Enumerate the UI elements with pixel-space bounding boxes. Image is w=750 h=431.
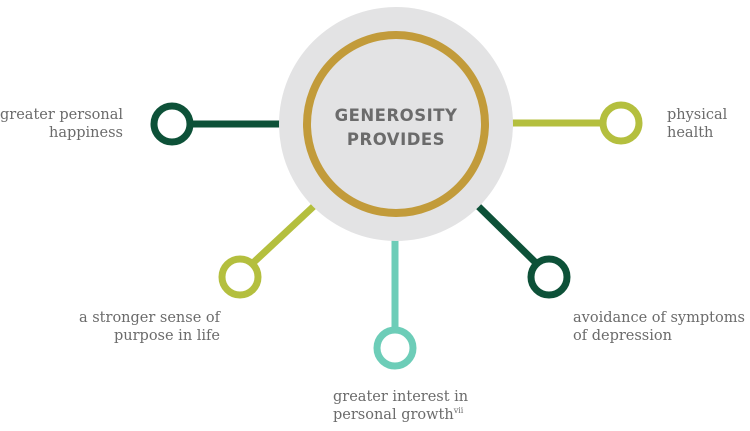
label-purpose-line2: purpose in life bbox=[113, 328, 220, 344]
connector-depression bbox=[475, 203, 538, 265]
center-title-line2: PROVIDES bbox=[346, 130, 446, 149]
label-happiness-line1: greater personal bbox=[0, 107, 123, 123]
hub-ring bbox=[303, 31, 489, 217]
node-growth bbox=[373, 326, 417, 370]
label-happiness: greater personal happiness bbox=[0, 106, 123, 142]
label-purpose-line1: a stronger sense of bbox=[78, 310, 220, 326]
label-happiness-line2: happiness bbox=[49, 125, 123, 141]
label-depression-line2: of depression bbox=[573, 328, 672, 344]
center-title-line1: GENEROSITY bbox=[334, 106, 458, 125]
node-purpose bbox=[218, 255, 262, 299]
label-health: physical health bbox=[667, 106, 747, 142]
label-growth-footnote: vii bbox=[453, 406, 464, 416]
label-depression-line1: avoidance of symptoms bbox=[573, 310, 745, 326]
center-title: GENEROSITY PROVIDES bbox=[306, 104, 486, 152]
label-growth-line2-text: personal growth bbox=[333, 407, 454, 423]
node-happiness bbox=[150, 102, 194, 146]
label-growth-line1: greater interest in bbox=[333, 389, 469, 405]
label-growth: greater interest in personal growthvii bbox=[333, 388, 533, 424]
connector-purpose bbox=[251, 203, 317, 265]
node-health bbox=[599, 101, 643, 145]
label-purpose: a stronger sense of purpose in life bbox=[40, 309, 220, 345]
label-growth-line2: personal growthvii bbox=[333, 406, 533, 424]
label-depression: avoidance of symptoms of depression bbox=[573, 309, 750, 345]
hub-circle bbox=[279, 7, 513, 241]
label-health-line1: physical bbox=[667, 107, 728, 123]
node-depression bbox=[527, 255, 571, 299]
label-health-line2: health bbox=[667, 125, 714, 141]
